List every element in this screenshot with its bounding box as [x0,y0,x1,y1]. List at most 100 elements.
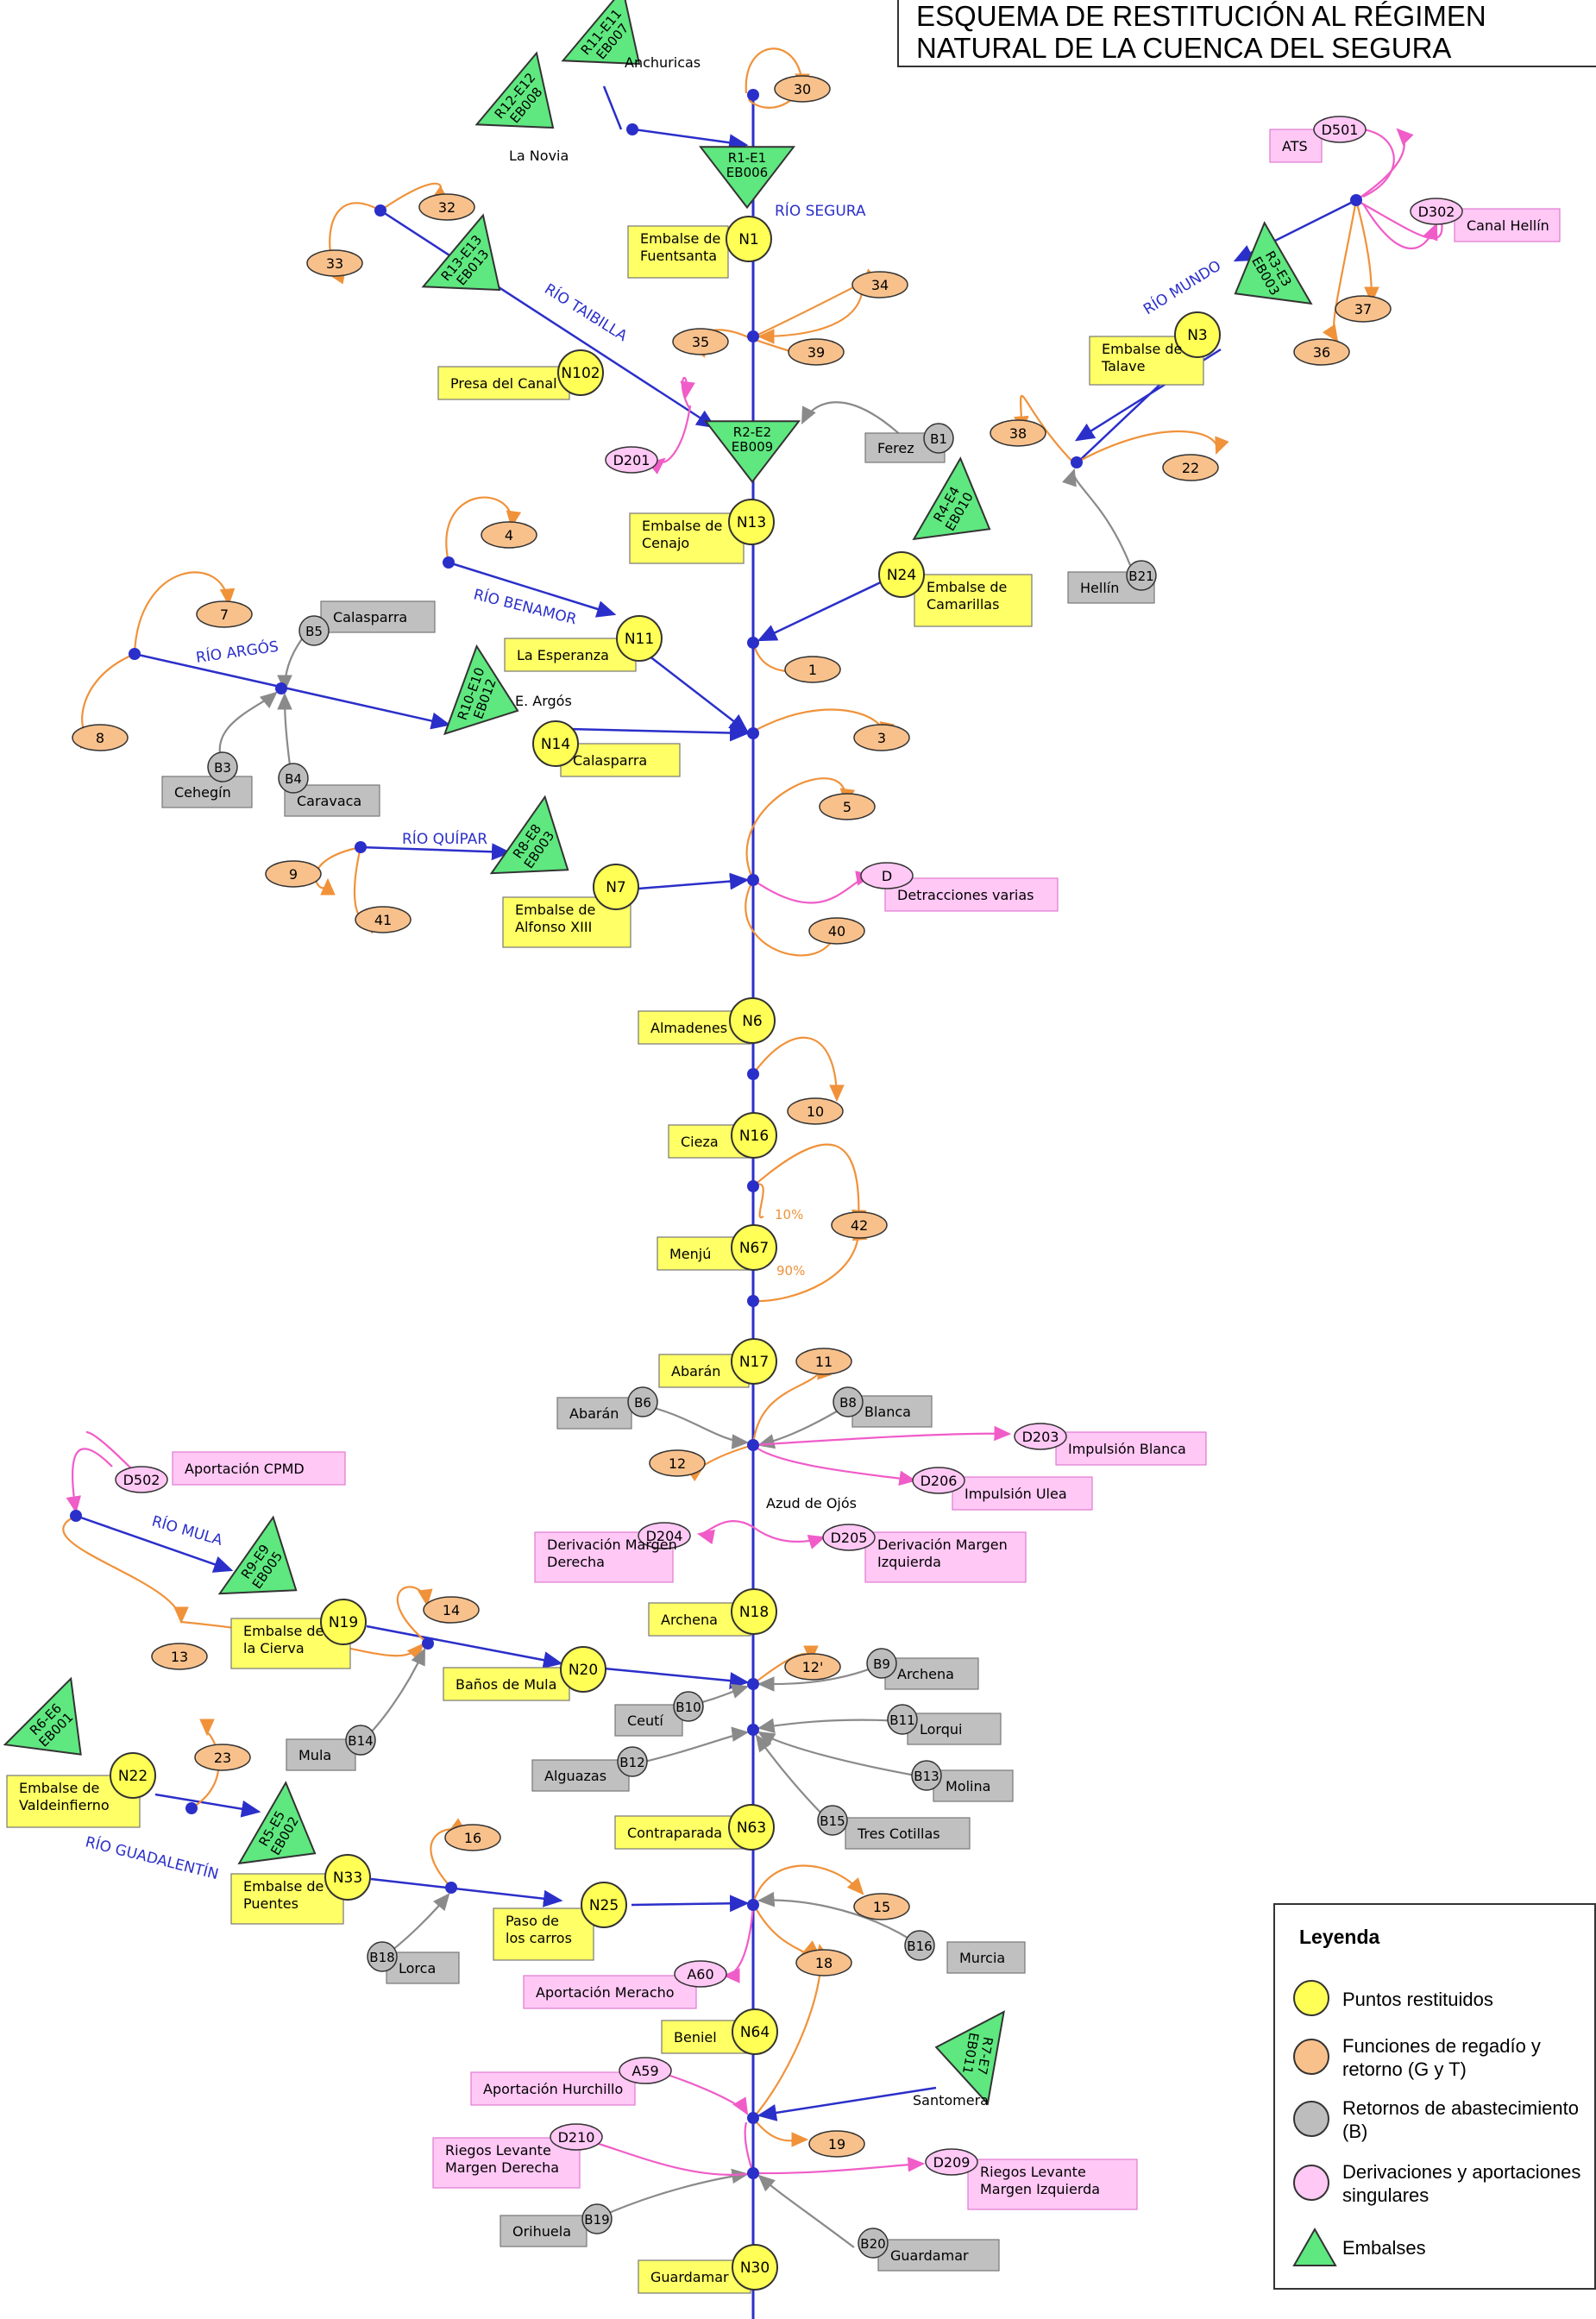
river-label-rio-guadalentin: RÍO GUADALENTÍN [84,1832,221,1884]
node-n1 [726,216,772,262]
irrigation-label: 8 [96,730,104,746]
irrigation-label: 9 [289,866,298,883]
derivation-d204 [638,1522,691,1549]
plain-label-anchuricas: Anchuricas [625,54,701,71]
label-text: Contraparada [627,1825,722,1841]
supply-b9 [866,1648,897,1679]
label-box-calasparra [320,600,436,633]
reservoir-r13-e13-eb013: R13-E13EB013 [421,213,501,292]
irrigation-42 [831,1211,888,1239]
supply-b18 [367,1941,398,1972]
node-label: N11 [625,631,654,648]
label-box-embalse-de-cenajo [629,512,745,564]
label-text: Calasparra [333,609,407,625]
node-label: N63 [737,1819,766,1837]
node-n25 [581,1882,627,1928]
flow-curve [680,376,695,411]
junction-point [747,330,759,343]
node-n67 [731,1224,777,1271]
node-n20 [560,1646,606,1693]
junction-point [355,841,367,853]
label-text: Cehegín [174,784,231,801]
irrigation-14 [423,1596,480,1624]
flow-curve [1062,468,1132,566]
derivation-code: D201 [613,452,650,468]
irrigation-11 [795,1348,852,1375]
link [154,1793,261,1818]
label-text: Hellín [1080,580,1119,596]
label-box-aportacion-hurchillo [470,2071,636,2106]
label-text: Guardamar [650,2269,729,2285]
title-line-2: NATURAL DE LA CUENCA DEL SEGURA [916,32,1452,64]
label-box-mula [286,1738,356,1771]
flow-curve [752,1222,868,1303]
irrigation-label: 14 [443,1602,460,1618]
junction-point [70,1510,82,1522]
label-box-detracciones-varias [884,877,1059,912]
node-label: N18 [739,1604,769,1621]
flow-curve [277,692,292,766]
flow-curve [686,1443,754,1482]
node-label: N33 [333,1870,362,1887]
label-text: Abarán [671,1363,720,1379]
flow-curve [752,870,874,904]
node-label: N19 [329,1614,358,1631]
flow-curve [1355,128,1414,201]
link [631,1895,750,1913]
label-text: Aportación Hurchillo [483,2081,623,2097]
irrigation-8 [72,724,129,751]
irrigation-5 [819,793,876,820]
legend-item-reservoirs: Embalses [1342,2237,1426,2259]
node-label: N3 [1187,327,1208,344]
irrigation-18 [795,1949,852,1976]
irrigation-23 [194,1744,251,1771]
supply-b6 [627,1386,658,1417]
flow-curve [751,1864,864,1904]
flow-curve [594,2168,750,2221]
flow-curve [314,845,361,896]
flow-curve [659,2071,749,2115]
irrigation-label: 32 [438,199,456,216]
supply-b20 [858,2228,889,2259]
junction-point [747,2112,759,2124]
label-box-embalse-de-camarillas [914,574,1033,627]
supply-code: B6 [634,1395,651,1411]
derivation-d206 [912,1467,965,1494]
derivation-code: D209 [933,2154,971,2171]
supply-code: B20 [860,2236,885,2252]
irrigation-label: 37 [1354,301,1372,317]
supply-code: B15 [820,1813,845,1829]
irrigation-12 [649,1449,706,1477]
junction-point [443,556,455,569]
irrigation-32 [418,193,475,221]
junction-point [374,204,386,217]
label-box-cehegin [161,776,253,808]
link [75,1514,234,1573]
node-n14 [532,720,579,767]
derivation-code: D502 [123,1472,160,1488]
label-box-aportacion-meracho [523,1975,697,2009]
supply-b16 [904,1930,935,1961]
derivation-d210 [550,2123,603,2151]
diagram-title: ESQUEMA DE RESTITUCIÓN AL RÉGIMEN NATURA… [897,0,1596,67]
label-box-archena [884,1657,979,1690]
supply-code: B1 [930,431,947,447]
label-box-presa-del-canal [437,366,570,400]
label-text: Ceutí [627,1713,663,1729]
irrigation-label: 5 [843,799,851,815]
label-box-riegos-levante-margen-derecha [432,2137,581,2189]
junction-point [747,1724,759,1736]
label-box-aportacion-cpmd [172,1451,346,1486]
reservoir-r4-e4-eb010: R4-E4EB010 [912,456,991,541]
junction-point [422,1637,434,1650]
derivation-code: D [882,868,892,884]
derivation-code: D203 [1022,1429,1059,1445]
